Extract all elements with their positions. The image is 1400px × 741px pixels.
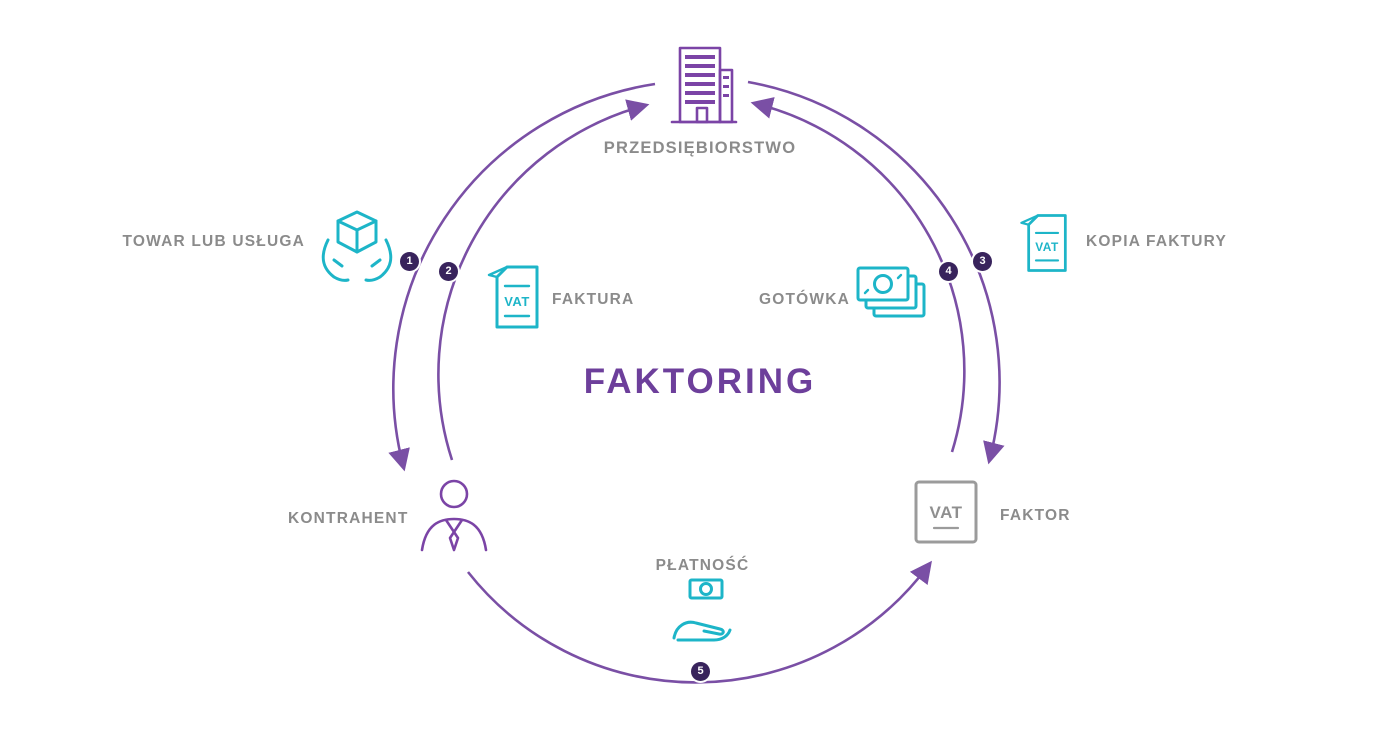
arrow-step-5-payment — [466, 560, 932, 684]
vat-document-icon: VAT — [1020, 214, 1067, 272]
step1-badge: 1 — [400, 252, 419, 271]
step5-badge: 5 — [691, 662, 710, 681]
step4-label: GOTÓWKA — [758, 291, 850, 308]
step2-badge: 2 — [439, 262, 458, 281]
step3-badge: 3 — [973, 252, 992, 271]
arrow-step-1-goods — [388, 82, 656, 472]
factor-box-vat-text: VAT — [930, 503, 963, 522]
step2-vat-text: VAT — [504, 294, 530, 309]
hand-money-icon — [672, 578, 732, 642]
step1-label: TOWAR LUB USŁUGA — [122, 233, 305, 250]
person-icon — [420, 479, 488, 552]
vat-document-icon: VAT — [487, 265, 539, 329]
vat-box-icon: VAT — [914, 480, 978, 544]
step5-label: PŁATNOŚĆ — [655, 557, 750, 574]
step3-label: KOPIA FAKTURY — [1086, 233, 1228, 250]
contractor-label: KONTRAHENT — [288, 510, 409, 527]
hands-box-icon — [321, 210, 393, 282]
arrow-step-3-invoice-copy — [747, 80, 1005, 465]
banknotes-icon — [856, 266, 926, 318]
company-label: PRZEDSIĘBIORSTWO — [603, 139, 797, 157]
step3-vat-text: VAT — [1035, 240, 1059, 254]
factor-label: FAKTOR — [1000, 507, 1071, 524]
diagram-title: FAKTORING — [583, 362, 817, 401]
step2-label: FAKTURA — [552, 291, 635, 308]
arrow-step-2-invoice — [437, 99, 650, 461]
building-icon — [670, 46, 738, 124]
arrow-step-4-cash — [750, 97, 966, 453]
step4-badge: 4 — [939, 262, 958, 281]
